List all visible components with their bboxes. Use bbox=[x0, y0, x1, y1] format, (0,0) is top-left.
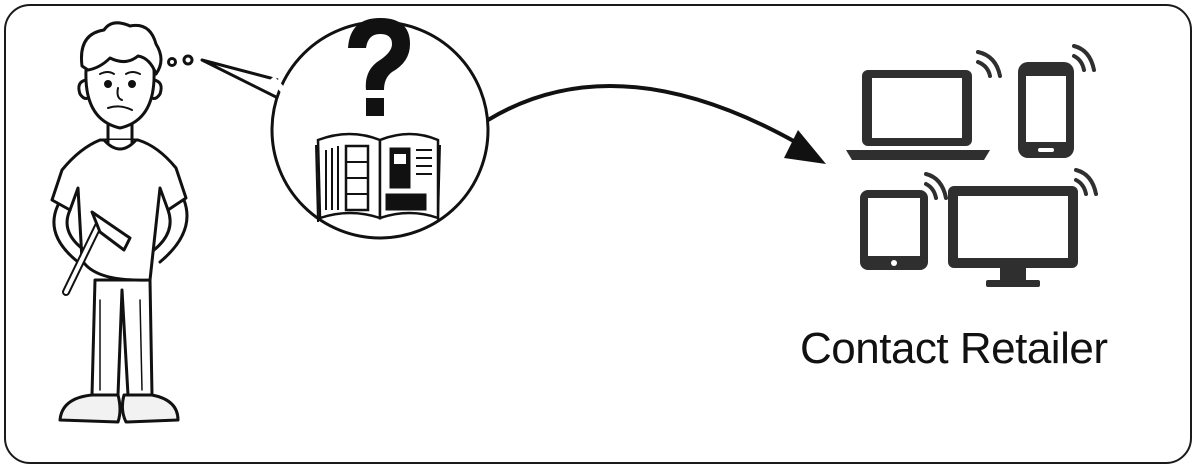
thought-dots bbox=[167, 54, 194, 67]
phone-icon bbox=[1018, 62, 1074, 158]
monitor-icon bbox=[948, 186, 1078, 287]
wireless-signal-icon bbox=[976, 50, 1002, 78]
wireless-signal-icon bbox=[924, 172, 948, 200]
question-mark-icon bbox=[348, 18, 410, 116]
contact-retailer-label: Contact Retailer bbox=[800, 324, 1108, 373]
person-with-hammer-icon bbox=[50, 21, 189, 424]
wireless-signal-icon bbox=[1072, 44, 1096, 72]
arrow-icon bbox=[486, 83, 826, 164]
laptop-icon bbox=[846, 70, 990, 160]
tablet-icon bbox=[860, 190, 928, 270]
instruction-manual-icon bbox=[315, 132, 441, 223]
wireless-signal-icon bbox=[1074, 168, 1098, 196]
